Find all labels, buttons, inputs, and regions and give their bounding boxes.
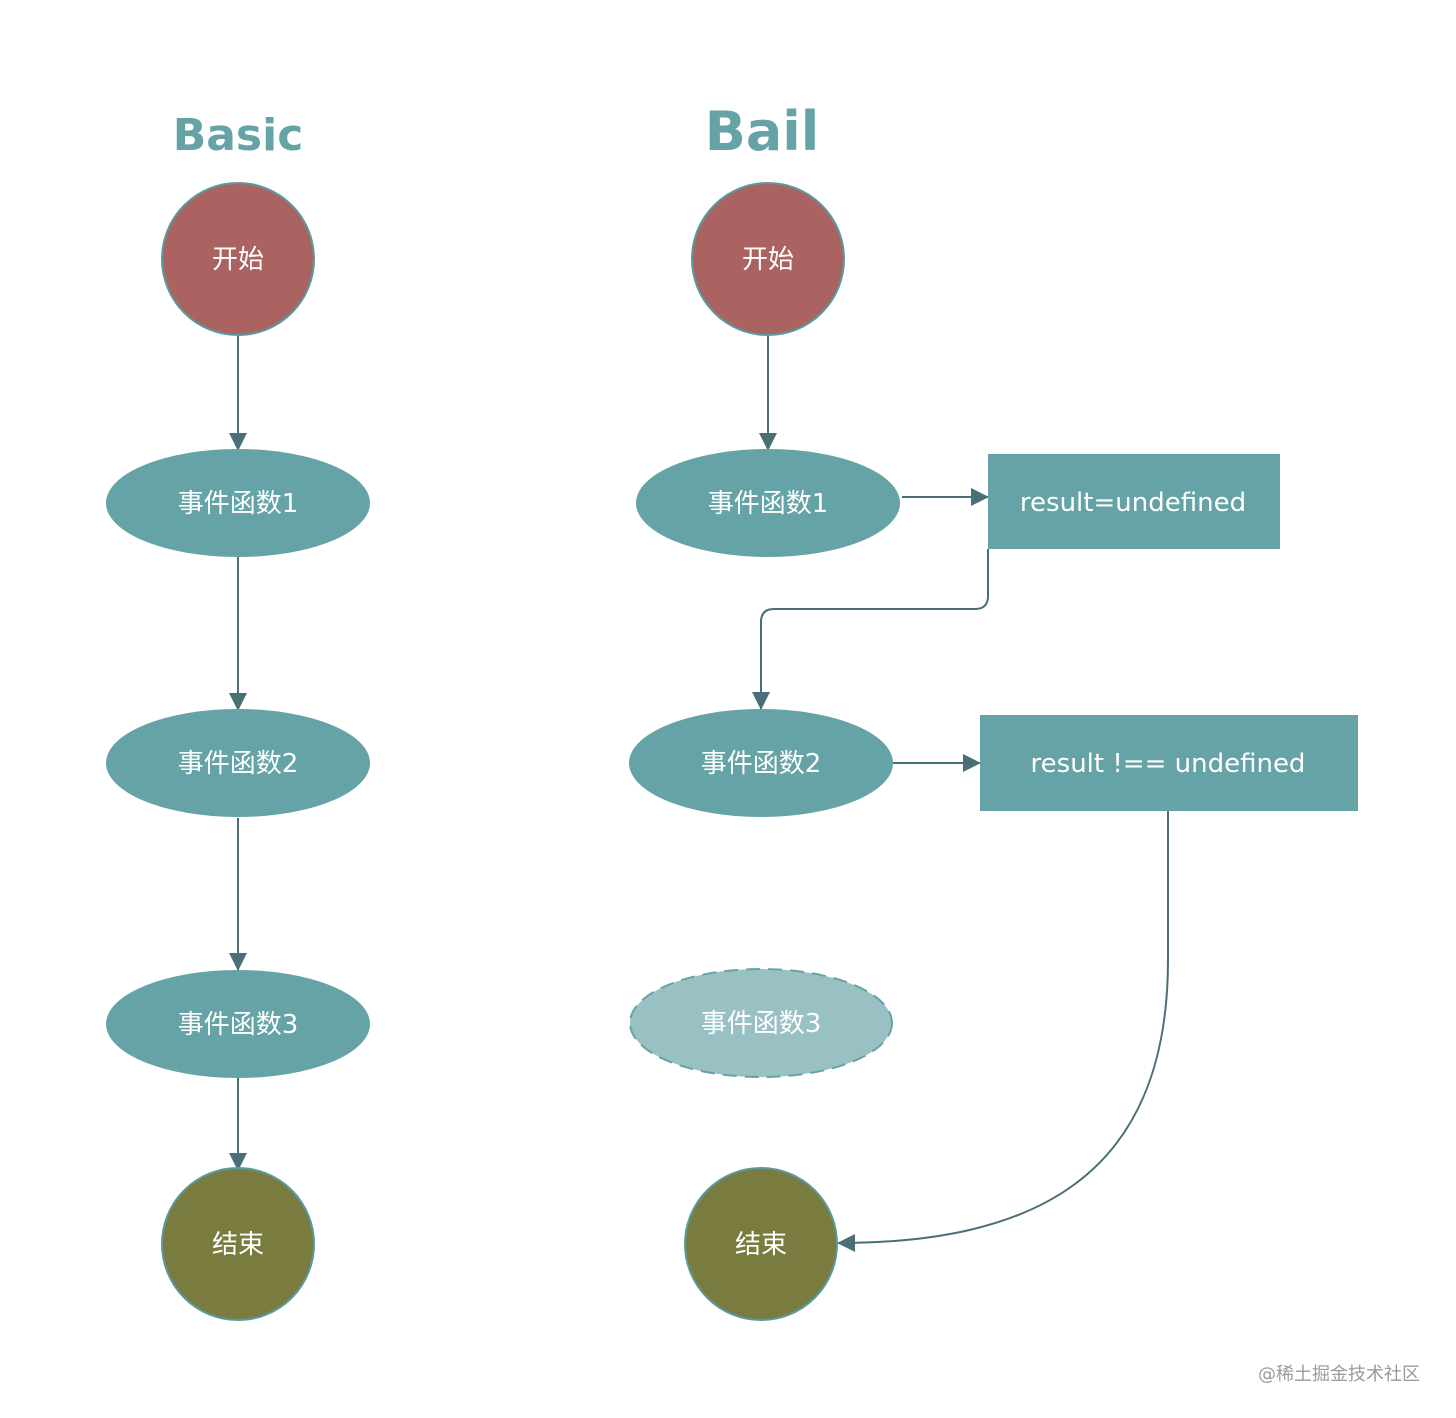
basic-event1-label: 事件函数1 <box>178 489 299 519</box>
basic-event3-node: 事件函数3 <box>106 970 370 1078</box>
bail-event1-node: 事件函数1 <box>636 449 900 557</box>
bail-result1-box: result=undefined <box>988 454 1280 549</box>
bail-event2-node: 事件函数2 <box>629 709 893 817</box>
basic-event2-label: 事件函数2 <box>178 749 299 779</box>
bail-edge-result2-end <box>837 811 1169 1252</box>
bail-edge-result1-event2 <box>752 549 989 710</box>
basic-end-node: 结束 <box>161 1167 315 1321</box>
basic-start-label: 开始 <box>212 245 264 275</box>
bail-event2-label: 事件函数2 <box>701 749 822 779</box>
bail-result1-label: result=undefined <box>1020 488 1246 518</box>
basic-event3-label: 事件函数3 <box>178 1010 299 1040</box>
bail-start-node: 开始 <box>691 182 845 336</box>
basic-event2-node: 事件函数2 <box>106 709 370 817</box>
bail-result2-box: result !== undefined <box>980 715 1358 811</box>
bail-edges <box>752 335 1169 1252</box>
bail-title: Bail <box>705 100 820 163</box>
basic-start-node: 开始 <box>161 182 315 336</box>
basic-end-label: 结束 <box>212 1230 264 1260</box>
bail-result2-label: result !== undefined <box>1031 749 1306 779</box>
bail-end-label: 结束 <box>735 1230 787 1260</box>
watermark-text: @稀土掘金技术社区 <box>1258 1364 1420 1385</box>
basic-title: Basic <box>173 110 304 161</box>
bail-event3-label: 事件函数3 <box>701 1009 822 1039</box>
bail-event1-label: 事件函数1 <box>708 489 829 519</box>
basic-event1-node: 事件函数1 <box>106 449 370 557</box>
bail-start-label: 开始 <box>742 245 794 275</box>
bail-event3-node-skipped: 事件函数3 <box>629 968 893 1078</box>
bail-end-node: 结束 <box>684 1167 838 1321</box>
